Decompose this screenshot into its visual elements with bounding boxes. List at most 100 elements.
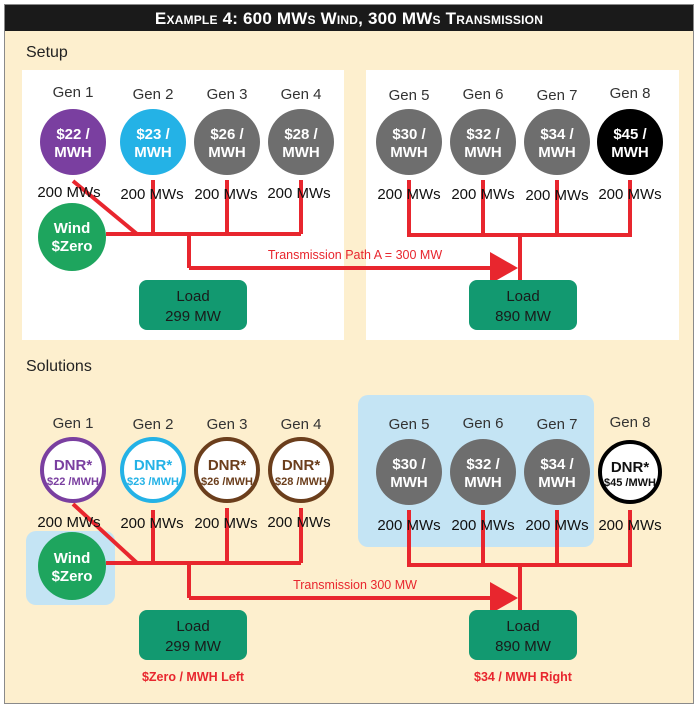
- sol-load-left-label: Load: [176, 618, 209, 635]
- sol-gen1-node: [40, 437, 106, 503]
- setup-gen8-capacity: 200 MWs: [598, 186, 661, 203]
- setup-load-left: Load 299 MW: [139, 280, 247, 330]
- setup-gen3-price: $26 /: [210, 126, 244, 143]
- gen2-node: [120, 109, 186, 175]
- setup-gen6-name: Gen 6: [463, 86, 504, 103]
- sol-gen1-price: $22 /MWH: [47, 476, 99, 488]
- setup-load-left-label: Load: [176, 288, 209, 305]
- gen6-node: [450, 109, 516, 175]
- sol-gen5: $30 / MWH: [376, 439, 442, 505]
- setup-label: Setup: [26, 44, 68, 61]
- diagram-title: Example 4: 600 MWs Wind, 300 MWs Transmi…: [5, 5, 693, 31]
- setup-gen2-unit: MWH: [134, 144, 172, 161]
- setup-gen7-unit: MWH: [538, 144, 576, 161]
- solutions-lines: [71, 502, 632, 614]
- sol-gen5-price: $30 /: [392, 456, 426, 473]
- sol-gen3-price: $26 /MWH: [201, 476, 253, 488]
- load-left-box: [139, 280, 247, 330]
- sol-gen8-node: [598, 440, 662, 504]
- sol-gen1: DNR* $22 /MWH: [40, 437, 106, 503]
- gen5-node: [376, 109, 442, 175]
- load-right-box: [469, 280, 577, 330]
- setup-gen7-name: Gen 7: [537, 87, 578, 104]
- sol-wind-node: [38, 532, 106, 600]
- setup-gen8-unit: MWH: [611, 144, 649, 161]
- sol-gen7-price: $34 /: [540, 456, 574, 473]
- setup-gen6-capacity: 200 MWs: [451, 186, 514, 203]
- setup-gen6-price: $32 /: [466, 126, 500, 143]
- sol-load-right-box: [469, 610, 577, 660]
- sol-gen4-dnr: DNR*: [282, 457, 320, 474]
- setup-gen2-capacity: 200 MWs: [120, 186, 183, 203]
- setup-gen7-price: $34 /: [540, 126, 574, 143]
- sol-gen2-capacity: 200 MWs: [120, 515, 183, 532]
- sol-gen6-name: Gen 6: [463, 415, 504, 432]
- sol-load-right-label: Load: [506, 618, 539, 635]
- setup-gen7-capacity: 200 MWs: [525, 187, 588, 204]
- setup-transmission-label: Transmission Path A = 300 MW: [268, 248, 442, 262]
- sol-gen6-price: $32 /: [466, 456, 500, 473]
- setup-gen5-name: Gen 5: [389, 87, 430, 104]
- setup-gen4: $28 / MWH: [268, 109, 334, 175]
- setup-gen3: $26 / MWH: [194, 109, 260, 175]
- setup-load-left-value: 299 MW: [165, 308, 222, 325]
- sol-wind-label: Wind: [54, 550, 91, 567]
- sol-gen2: DNR* $23 /MWH: [120, 437, 186, 503]
- setup-gen1-name: Gen 1: [53, 84, 94, 101]
- sol-gen8: DNR* $45 /MWH: [598, 440, 662, 504]
- sol-gen7-unit: MWH: [538, 474, 576, 491]
- setup-lines: [71, 179, 632, 284]
- sol-gen5-name: Gen 5: [389, 416, 430, 433]
- setup-gen7: $34 / MWH: [524, 109, 590, 175]
- sol-gen2-price: $23 /MWH: [127, 476, 179, 488]
- sol-gen8-capacity: 200 MWs: [598, 517, 661, 534]
- sol-gen7-name: Gen 7: [537, 416, 578, 433]
- sol-gen4: DNR* $28 /MWH: [268, 437, 334, 503]
- setup-load-right-value: 890 MW: [495, 308, 552, 325]
- sol-gen8-dnr: DNR*: [611, 459, 649, 476]
- sol-gen4-name: Gen 4: [281, 416, 322, 433]
- sol-wind-price: $Zero: [52, 568, 93, 585]
- setup-gen5-unit: MWH: [390, 144, 428, 161]
- sol-gen4-node: [268, 437, 334, 503]
- setup-gen1-price: $22 /: [56, 126, 90, 143]
- sol-gen8-name: Gen 8: [610, 414, 651, 431]
- sol-load-left-value: 299 MW: [165, 638, 222, 655]
- setup-gen8-price: $45 /: [613, 126, 647, 143]
- setup-gen5: $30 / MWH: [376, 109, 442, 175]
- sol-gen1-capacity: 200 MWs: [37, 514, 100, 531]
- sol-gen6-capacity: 200 MWs: [451, 517, 514, 534]
- gen4-node: [268, 109, 334, 175]
- setup-gen1-unit: MWH: [54, 144, 92, 161]
- sol-wind: Wind $Zero: [38, 532, 106, 600]
- setup-gen3-unit: MWH: [208, 144, 246, 161]
- setup-gen2-price: $23 /: [136, 126, 170, 143]
- sol-gen4-capacity: 200 MWs: [267, 514, 330, 531]
- setup-gen6-unit: MWH: [464, 144, 502, 161]
- wind-node: [38, 203, 106, 271]
- setup-gen5-capacity: 200 MWs: [377, 186, 440, 203]
- setup-gen1-capacity: 200 MWs: [37, 184, 100, 201]
- sol-gen1-name: Gen 1: [53, 415, 94, 432]
- setup-gen4-name: Gen 4: [281, 86, 322, 103]
- setup-gen3-name: Gen 3: [207, 86, 248, 103]
- sol-gen4-price: $28 /MWH: [275, 476, 327, 488]
- sol-gen2-node: [120, 437, 186, 503]
- sol-gen3-name: Gen 3: [207, 416, 248, 433]
- setup-gen2-name: Gen 2: [133, 86, 174, 103]
- gen7-node: [524, 109, 590, 175]
- result-left-price: $Zero / MWH Left: [142, 670, 245, 684]
- sol-gen2-dnr: DNR*: [134, 457, 172, 474]
- setup-gen4-unit: MWH: [282, 144, 320, 161]
- sol-load-right: Load 890 MW: [469, 610, 577, 660]
- sol-gen3-node: [194, 437, 260, 503]
- setup-gen4-price: $28 /: [284, 126, 318, 143]
- gen1-node: [40, 109, 106, 175]
- sol-gen5-unit: MWH: [390, 474, 428, 491]
- sol-gen3-capacity: 200 MWs: [194, 515, 257, 532]
- setup-gen8: $45 / MWH: [597, 109, 663, 175]
- sol-gen7: $34 / MWH: [524, 439, 590, 505]
- sol-load-left-box: [139, 610, 247, 660]
- setup-wind-label: Wind: [54, 220, 91, 237]
